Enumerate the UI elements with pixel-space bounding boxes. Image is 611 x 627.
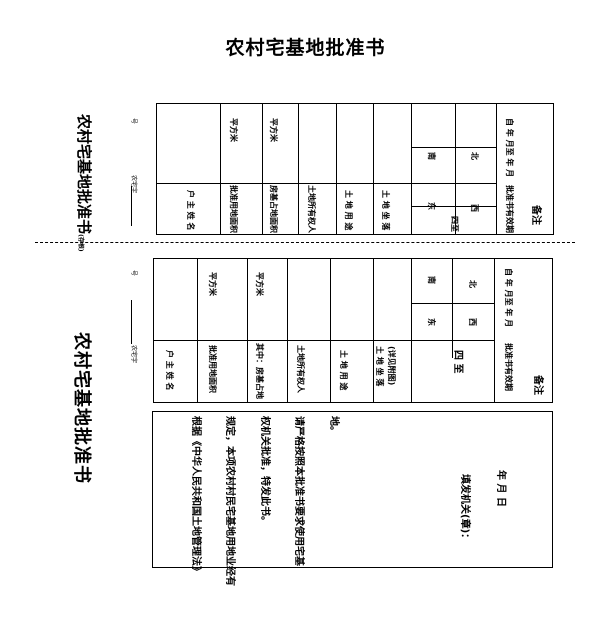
stub-label-valid-term: 批准书有效期: [505, 185, 514, 233]
main-label-north: 北: [468, 280, 477, 288]
stub-label-owner: 户 主 姓 名: [186, 190, 195, 231]
main-label-remarks: 备注: [532, 375, 543, 395]
main-v1: [197, 258, 198, 403]
main-title: 农村宅基地批准书: [71, 332, 92, 484]
stub-unit-1: 平方米: [229, 118, 238, 142]
stub-label-house-area: 房基占地面积: [269, 185, 278, 233]
main-label-approved-area: 批准用地面积: [208, 345, 217, 393]
stub-v3: [298, 103, 299, 235]
stub-label-south: 南: [427, 152, 436, 160]
main-v5: [373, 258, 374, 403]
stub-v8: [496, 103, 497, 235]
main-number-suffix: 号: [130, 270, 137, 277]
stub-number-suffix: 号: [130, 118, 137, 125]
main-label-location-note: (详见附图): [387, 346, 396, 386]
main-number-line: [131, 300, 132, 344]
main-label-location: 土 地 坐 落: [375, 346, 384, 387]
notice-date: 年 月 日: [495, 470, 506, 507]
main-unit-1: 平方米: [208, 272, 217, 296]
stub-v5: [373, 103, 374, 235]
stub-label-approved-area: 批准用地面积: [229, 185, 238, 233]
stub-label-four-bound: 四至: [450, 216, 459, 232]
stub-number-line: [131, 186, 132, 226]
stub-term-text: 自 年 月至 年 月: [505, 118, 514, 178]
notice-line2: 规定，本项农村村民宅基地用地业经有: [224, 416, 235, 586]
main-hline-labels: [153, 340, 494, 341]
main-label-east: 东: [427, 318, 436, 326]
stub-label-north: 北: [470, 152, 479, 160]
main-label-owner: 户 主 姓 名: [165, 350, 174, 391]
stub-label-ownership: 土地所有权人: [307, 185, 316, 233]
notice-line3: 权机关批准，特发此书。: [259, 416, 270, 526]
stub-v4: [336, 103, 337, 235]
main-v4: [330, 258, 331, 403]
main-v8: [494, 258, 495, 403]
main-unit-2: 平方米: [255, 272, 264, 296]
notice-line4: 请严格按照本批准书要求使用宅基: [293, 416, 304, 566]
main-v7: [452, 258, 453, 358]
stub-label-east: 东: [427, 202, 436, 210]
main-label-use: 土 地 用 途: [339, 350, 348, 391]
stub-hline-bounds: [411, 147, 496, 148]
main-v2: [247, 258, 248, 403]
stub-title: 农村宅基地批准书(存根): [74, 114, 95, 252]
main-label-four-bound: 四 至: [452, 350, 463, 374]
stub-title-text: 农村宅基地批准书: [75, 114, 93, 235]
main-label-west: 西: [468, 318, 477, 326]
main-label-ownership: 土地所有权人: [296, 345, 305, 393]
stub-label-west: 西: [470, 204, 479, 212]
main-number-prefix: 农宅字: [130, 345, 137, 364]
stub-hline-bounds2: [411, 206, 496, 207]
notice-box: [152, 411, 553, 568]
stub-v2: [262, 103, 263, 235]
main-term-text: 自 年 月至 年 月: [504, 268, 513, 328]
cut-line: [35, 242, 575, 243]
stub-label-location: 土 地 坐 落: [381, 190, 390, 231]
main-v6: [411, 258, 412, 403]
main-v3: [287, 258, 288, 403]
document-title: 农村宅基地批准书: [225, 37, 386, 59]
stub-v6: [411, 103, 412, 235]
main-table: [153, 258, 553, 403]
notice-issuer: 填发机关(章)：: [459, 474, 470, 544]
stub-unit-2: 平方米: [269, 118, 278, 142]
stub-table: [156, 103, 554, 235]
notice-line1: 根据《中华人民共和国土地管理法》: [190, 416, 201, 576]
notice-line5: 地。: [328, 416, 339, 436]
stub-hline-labels: [156, 183, 496, 184]
stub-v1: [220, 103, 221, 235]
stub-label-use: 土 地 用 途: [344, 190, 353, 231]
main-label-south: 南: [427, 276, 436, 284]
main-label-house-area: 其中：房基占地: [255, 343, 264, 399]
stub-v7: [455, 103, 456, 235]
main-label-valid-term: 批准书有效期: [504, 343, 513, 391]
stub-label-remarks: 备注: [530, 205, 541, 225]
